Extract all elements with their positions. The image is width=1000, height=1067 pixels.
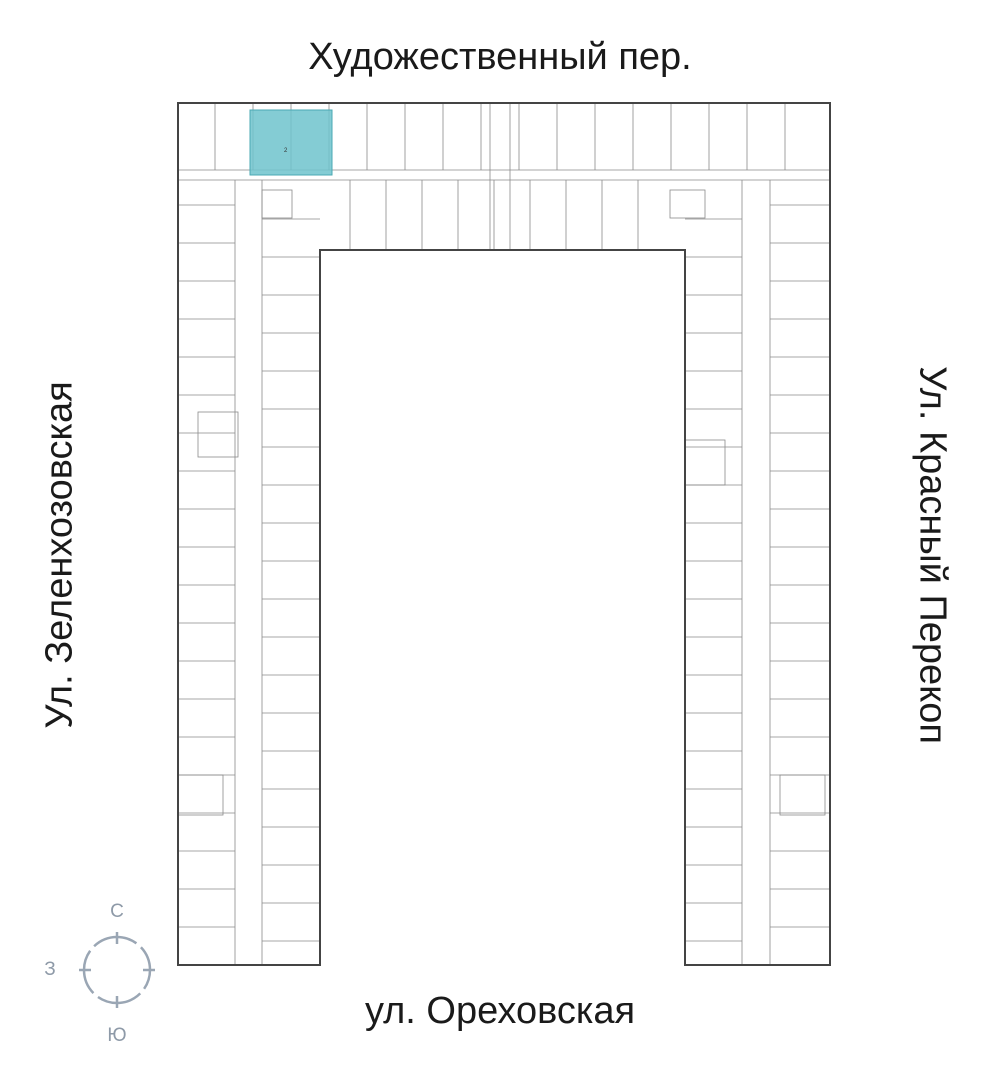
room	[669, 189, 706, 219]
compass	[79, 932, 155, 1008]
compass-south-label: Ю	[107, 1025, 127, 1046]
compass-west-label: З	[44, 959, 56, 980]
room	[779, 774, 826, 816]
compass-north-label: С	[110, 901, 124, 922]
street-label-north: Художественный пер.	[308, 36, 692, 78]
room	[261, 189, 293, 219]
room	[177, 774, 224, 816]
room	[197, 411, 239, 458]
building-outline	[177, 102, 831, 966]
street-label-south: ул. Ореховская	[364, 990, 636, 1032]
selected-apartment-rooms: 2	[284, 148, 288, 154]
selected-apartment[interactable]	[249, 109, 333, 176]
